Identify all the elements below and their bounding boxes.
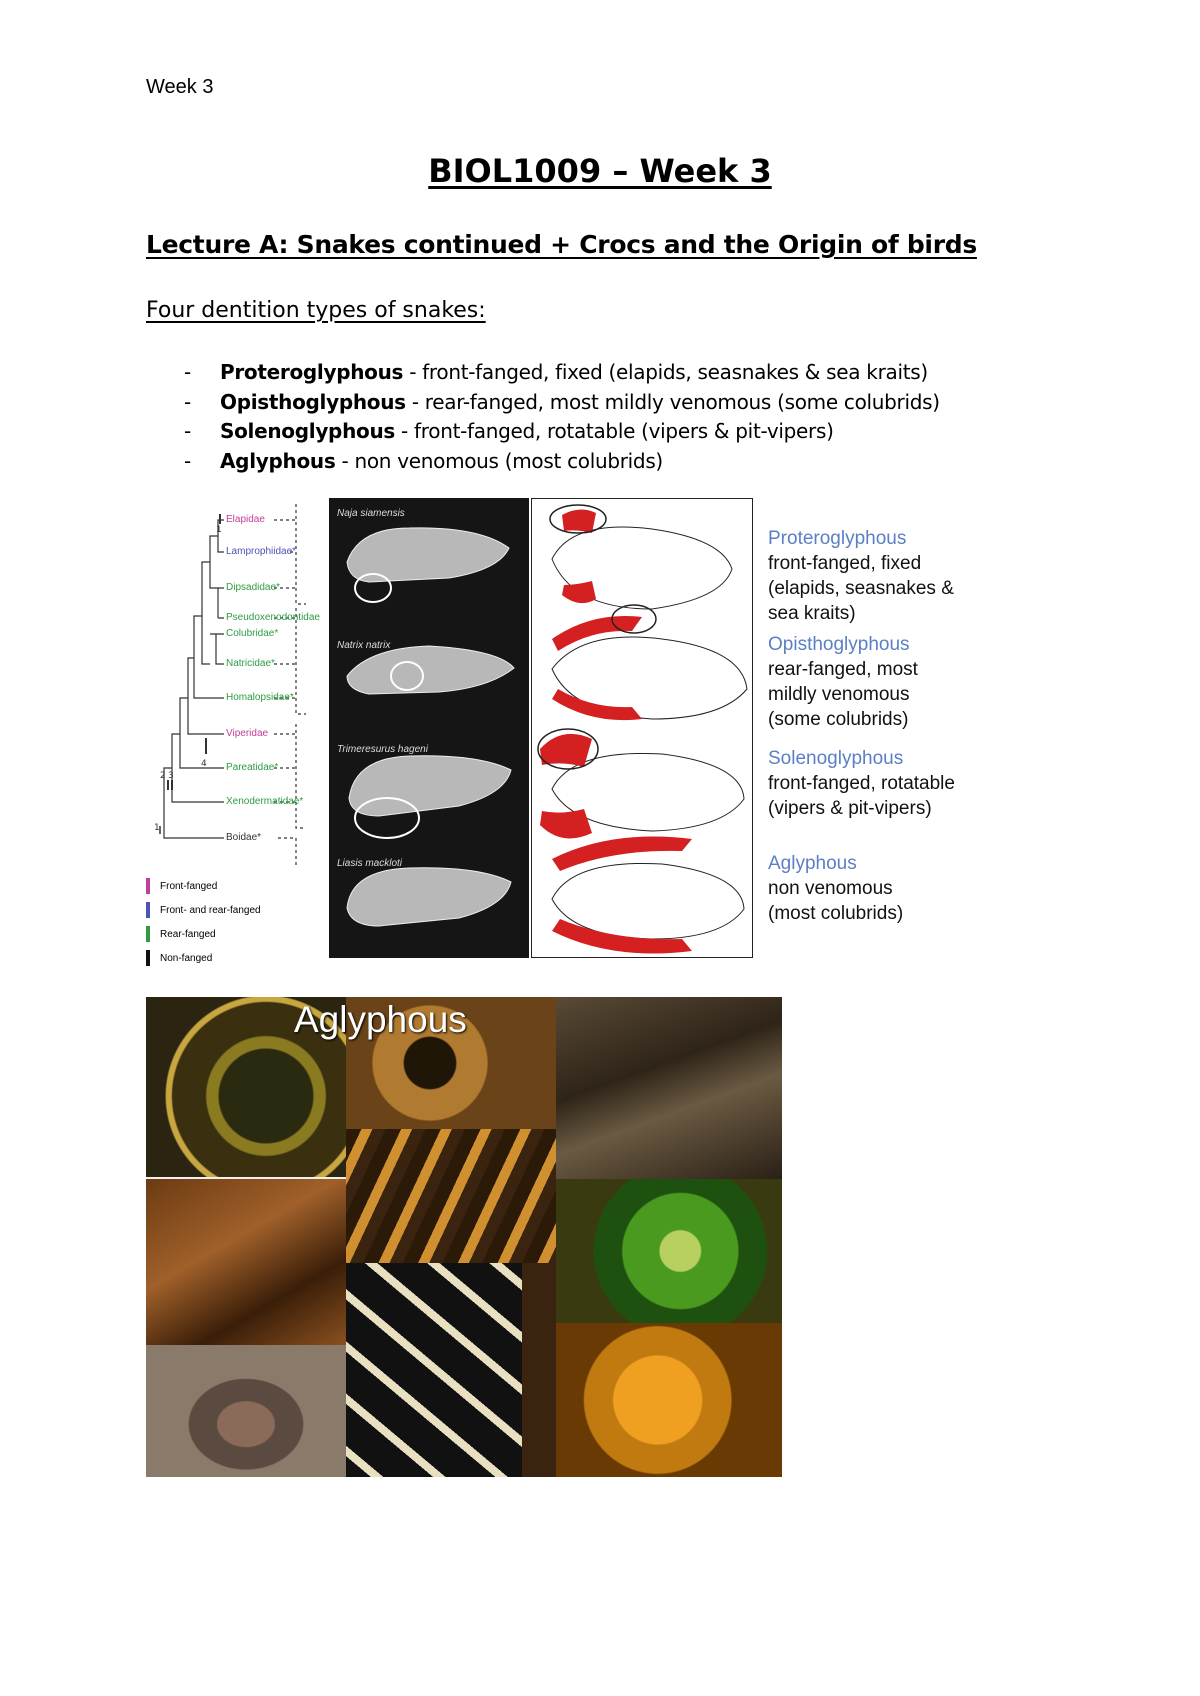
svg-text:2: 2 bbox=[160, 771, 166, 781]
photo-tile bbox=[346, 1129, 556, 1263]
tree-leaf: Pareatidae* bbox=[226, 762, 279, 773]
svg-text:1: 1 bbox=[216, 525, 222, 535]
species-name: Trimeresurus hageni bbox=[337, 744, 428, 755]
photo-divider bbox=[146, 1177, 346, 1179]
photo-tile bbox=[556, 997, 782, 1179]
lecture-heading: Lecture A: Snakes continued + Crocs and … bbox=[146, 230, 977, 259]
list-item: - Proteroglyphous - front-fanged, fixed (… bbox=[184, 360, 940, 390]
type-name: Aglyphous bbox=[220, 448, 336, 473]
type-description: - non venomous (most colubrids) bbox=[335, 448, 663, 473]
label-desc: non venomous bbox=[768, 878, 893, 899]
label-name: Aglyphous bbox=[768, 853, 857, 874]
skull-drawings bbox=[537, 504, 748, 954]
page-header: Week 3 bbox=[146, 76, 214, 98]
aglyphous-photo-collage: Aglyphous bbox=[146, 997, 782, 1477]
legend-label: Front- and rear-fanged bbox=[160, 904, 261, 916]
photo-tile bbox=[556, 1179, 782, 1323]
skull-photo-panel: Naja siamensis Natrix natrix Trimeresuru… bbox=[329, 498, 529, 958]
bullet-dash: - bbox=[184, 389, 191, 414]
label-desc: (most colubrids) bbox=[768, 903, 904, 924]
legend-item: Non-fanged bbox=[146, 946, 261, 970]
label-name: Solenoglyphous bbox=[768, 748, 904, 769]
bullet-dash: - bbox=[184, 419, 191, 443]
tree-leaf: Viperidae bbox=[226, 728, 269, 739]
svg-text:1: 1 bbox=[154, 823, 160, 833]
tree-leaf: Lamprophiidae* bbox=[226, 546, 297, 557]
tree-leaf: Homalopsidae* bbox=[226, 692, 294, 703]
svg-text:3: 3 bbox=[168, 771, 174, 781]
photo-tile bbox=[146, 1177, 346, 1345]
label-desc: (vipers & pit-vipers) bbox=[768, 798, 932, 819]
dentition-labels: Proteroglyphous front-fanged, fixed (ela… bbox=[768, 526, 988, 926]
legend-swatch bbox=[146, 902, 150, 918]
tree-leaf: Pseudoxenodontidae bbox=[226, 612, 320, 623]
legend-swatch bbox=[146, 950, 150, 966]
section-subheading: Four dentition types of snakes: bbox=[146, 298, 486, 323]
legend-item: Rear-fanged bbox=[146, 922, 261, 946]
tree-leaf: Dipsadidae* bbox=[226, 582, 280, 593]
photo-tile bbox=[556, 1323, 782, 1477]
type-name: Proteroglyphous bbox=[220, 360, 404, 384]
svg-text:4: 4 bbox=[201, 759, 207, 769]
legend-label: Front-fanged bbox=[160, 880, 218, 892]
type-description: - front-fanged, fixed (elapids, seasnake… bbox=[403, 360, 928, 384]
legend-item: Front- and rear-fanged bbox=[146, 898, 261, 922]
tree-leaf: Natricidae* bbox=[226, 658, 275, 669]
legend-item: Front-fanged bbox=[146, 874, 261, 898]
figure-label-group: Solenoglyphous front-fanged, rotatable (… bbox=[768, 746, 988, 821]
bullet-dash: - bbox=[184, 360, 191, 384]
type-description: - rear-fanged, most mildly venomous (som… bbox=[405, 389, 940, 414]
skull-drawing-panel bbox=[531, 498, 753, 958]
label-desc: (some colubrids) bbox=[768, 709, 909, 730]
tree-leaf: Boidae* bbox=[226, 832, 262, 843]
species-name: Naja siamensis bbox=[337, 508, 405, 519]
label-desc: sea kraits) bbox=[768, 603, 856, 624]
type-name: Opisthoglyphous bbox=[220, 389, 406, 414]
legend-label: Non-fanged bbox=[160, 952, 213, 964]
figure-label-group: Proteroglyphous front-fanged, fixed (ela… bbox=[768, 526, 988, 626]
photo-tile bbox=[146, 1345, 346, 1477]
list-item: - Solenoglyphous - front-fanged, rotatabl… bbox=[184, 419, 940, 449]
skull-photos bbox=[346, 527, 515, 927]
photo-tile bbox=[346, 997, 556, 1129]
label-desc: (elapids, seasnakes & bbox=[768, 578, 954, 599]
label-name: Opisthoglyphous bbox=[768, 634, 910, 655]
collage-caption: Aglyphous bbox=[294, 999, 467, 1040]
figure-label-group: Aglyphous non venomous (most colubrids) bbox=[768, 851, 988, 926]
tree-leaf: Elapidae bbox=[226, 514, 265, 525]
legend-label: Rear-fanged bbox=[160, 928, 216, 940]
list-item: - Aglyphous - non venomous (most colubrid… bbox=[184, 449, 940, 479]
fang-legend: Front-fanged Front- and rear-fanged Rear… bbox=[146, 874, 261, 970]
type-name: Solenoglyphous bbox=[220, 419, 395, 443]
bullet-dash: - bbox=[184, 448, 191, 473]
document-title: BIOL1009 – Week 3 bbox=[428, 152, 772, 190]
legend-swatch bbox=[146, 926, 150, 942]
species-name: Liasis mackloti bbox=[337, 858, 403, 869]
label-name: Proteroglyphous bbox=[768, 528, 907, 549]
label-desc: mildly venomous bbox=[768, 684, 910, 705]
label-desc: front-fanged, fixed bbox=[768, 553, 922, 574]
label-desc: front-fanged, rotatable bbox=[768, 773, 955, 794]
photo-tile bbox=[146, 997, 346, 1177]
photo-tile bbox=[346, 1263, 522, 1477]
tree-leaf: Colubridae* bbox=[226, 628, 279, 639]
species-name: Natrix natrix bbox=[337, 640, 391, 651]
figure-label-group: Opisthoglyphous rear-fanged, most mildly… bbox=[768, 632, 988, 732]
type-description: - front-fanged, rotatable (vipers & pit-… bbox=[395, 419, 834, 443]
tree-leaf: Xenodermatidae* bbox=[226, 796, 304, 807]
legend-swatch bbox=[146, 878, 150, 894]
dentition-list: - Proteroglyphous - front-fanged, fixed (… bbox=[184, 360, 940, 478]
list-item: - Opisthoglyphous - rear-fanged, most mil… bbox=[184, 390, 940, 420]
label-desc: rear-fanged, most bbox=[768, 659, 918, 680]
